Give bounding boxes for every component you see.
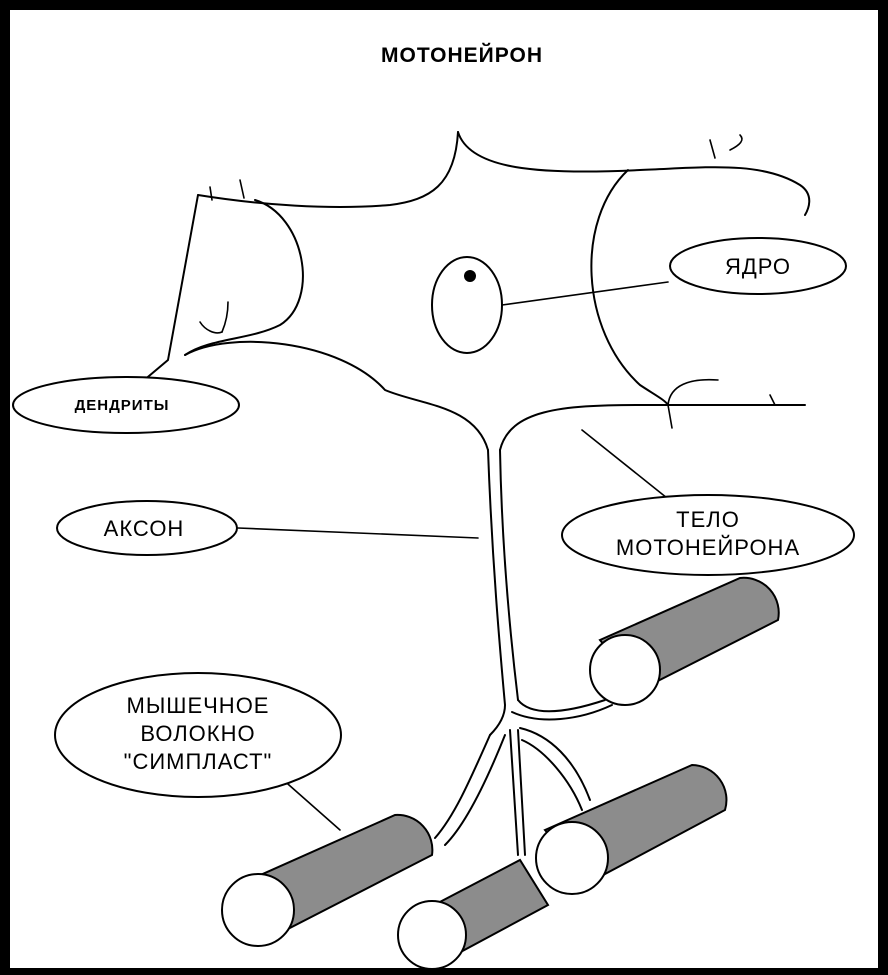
nucleolus-dot xyxy=(464,270,476,282)
fiber-cylinder-end xyxy=(398,901,466,969)
nucleus-label: ЯДРО xyxy=(670,238,846,294)
dendrites-label: ДЕНДРИТЫ xyxy=(13,377,239,433)
body-label: ТЕЛО МОТОНЕЙРОНА xyxy=(562,495,854,575)
fiber-cylinder-end xyxy=(222,874,294,946)
fiber-label-line2: ВОЛОКНО xyxy=(140,721,255,746)
dendrites-label-text: ДЕНДРИТЫ xyxy=(75,397,170,414)
body-label-line1: ТЕЛО xyxy=(676,507,740,532)
fiber-label: МЫШЕЧНОЕ ВОЛОКНО "СИМПЛАСТ" xyxy=(55,673,341,797)
axon-label: АКСОН xyxy=(57,501,237,555)
fiber-cylinder-end xyxy=(536,822,608,894)
page-background xyxy=(10,10,878,968)
nucleus-label-text: ЯДРО xyxy=(725,254,791,279)
fiber-label-line1: МЫШЕЧНОЕ xyxy=(127,693,270,718)
fiber-label-line3: "СИМПЛАСТ" xyxy=(124,749,273,774)
body-label-line2: МОТОНЕЙРОНА xyxy=(616,535,800,560)
fiber-cylinder-end xyxy=(590,635,660,705)
diagram-title: МОТОНЕЙРОН xyxy=(381,43,543,67)
axon-label-text: АКСОН xyxy=(104,516,185,541)
